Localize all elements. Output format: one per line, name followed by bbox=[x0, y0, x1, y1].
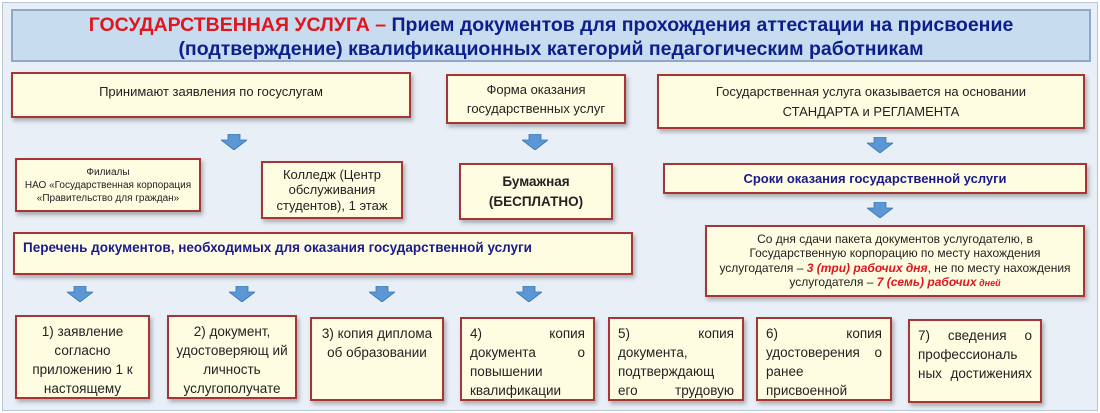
document-item-1: 1) заявление согласно приложению 1 к нас… bbox=[15, 315, 150, 399]
arrow-down-doc-1 bbox=[67, 286, 93, 302]
service-form-line2: государственных услуг bbox=[466, 101, 606, 116]
document-item-3-text: 3) копия диплома об образовании bbox=[321, 326, 433, 360]
arrow-down-doc-2 bbox=[229, 286, 255, 302]
document-item-2-text: 2) документ, удостоверяющ ий личность ус… bbox=[176, 324, 288, 396]
filials-box: Филиалы НАО «Государственная корпорация … bbox=[15, 158, 201, 212]
basis-line2: СТАНДАРТА и РЕГЛАМЕНТА bbox=[782, 103, 960, 119]
filials-line3: «Правительство для граждан» bbox=[36, 192, 180, 204]
terms-days-7: 7 (семь) рабочих bbox=[876, 275, 977, 289]
arrow-down-doc-3 bbox=[369, 286, 395, 302]
service-form-line1: Форма оказания bbox=[486, 82, 586, 97]
terms-text-box: Со дня сдачи пакета документов услугодат… bbox=[705, 225, 1085, 297]
service-form-box: Форма оказания государственных услуг bbox=[446, 74, 626, 124]
basis-box: Государственная услуга оказывается на ос… bbox=[657, 74, 1085, 129]
accept-applications-text: Принимают заявления по госуслугам bbox=[99, 83, 323, 99]
document-item-7: 7) сведения о профессиональ ных достижен… bbox=[908, 319, 1042, 403]
terms-header-text: Сроки оказания государственной услуги bbox=[743, 171, 1007, 186]
accept-applications-box: Принимают заявления по госуслугам bbox=[11, 72, 411, 118]
college-text: Колледж (Центр обслуживания студентов), … bbox=[276, 166, 388, 213]
title-service-name: Прием документов для прохождения аттеста… bbox=[178, 14, 1014, 60]
document-item-5-text: 5) копия документа, подтверждающ его тру… bbox=[618, 326, 734, 398]
title-service-label: ГОСУДАРСТВЕННАЯ УСЛУГА – bbox=[88, 14, 387, 36]
document-item-4: 4) копия документа о повышении квалифика… bbox=[460, 317, 595, 401]
document-item-3: 3) копия диплома об образовании bbox=[310, 317, 444, 401]
paper-form-box: Бумажная (БЕСПЛАТНО) bbox=[459, 163, 613, 220]
terms-header-box: Сроки оказания государственной услуги bbox=[663, 163, 1087, 194]
terms-text-part2: , не по месту нахождения услугодателя – bbox=[789, 260, 1071, 290]
terms-days-7-tail: дней bbox=[976, 278, 1001, 288]
terms-text-part1: Со дня сдачи пакета документов услугодат… bbox=[719, 231, 1041, 275]
arrow-down-doc-4 bbox=[516, 286, 542, 302]
college-box: Колледж (Центр обслуживания студентов), … bbox=[261, 161, 403, 219]
terms-text: Со дня сдачи пакета документов услугодат… bbox=[715, 232, 1075, 291]
document-item-2: 2) документ, удостоверяющ ий личность ус… bbox=[167, 315, 297, 399]
document-item-1-text: 1) заявление согласно приложению 1 к нас… bbox=[32, 324, 133, 396]
filials-line2: НАО «Государственная корпорация bbox=[24, 179, 192, 191]
arrow-down-terms bbox=[867, 202, 893, 218]
docs-list-header-box: Перечень документов, необходимых для ока… bbox=[13, 232, 633, 275]
arrow-down-form bbox=[522, 134, 548, 150]
paper-form-line2: (БЕСПЛАТНО) bbox=[488, 193, 584, 209]
arrow-down-accept bbox=[221, 134, 247, 150]
page-title: ГОСУДАРСТВЕННАЯ УСЛУГА – Прием документо… bbox=[11, 9, 1091, 62]
arrow-down-basis bbox=[867, 137, 893, 153]
terms-days-3: 3 (три) рабочих дня bbox=[806, 260, 928, 275]
basis-line1: Государственная услуга оказывается на ос… bbox=[715, 83, 1027, 99]
paper-form-line1: Бумажная bbox=[502, 173, 570, 189]
document-item-4-text: 4) копия документа о повышении квалифика… bbox=[470, 326, 585, 398]
document-item-7-text: 7) сведения о профессиональ ных достижен… bbox=[918, 328, 1032, 381]
document-item-5: 5) копия документа, подтверждающ его тру… bbox=[608, 317, 744, 401]
docs-list-header-text: Перечень документов, необходимых для ока… bbox=[23, 240, 532, 255]
document-item-6: 6) копия удостоверения о ранее присвоенн… bbox=[756, 317, 892, 401]
filials-line1: Филиалы bbox=[86, 166, 130, 178]
document-item-6-text: 6) копия удостоверения о ранее присвоенн… bbox=[766, 326, 882, 398]
